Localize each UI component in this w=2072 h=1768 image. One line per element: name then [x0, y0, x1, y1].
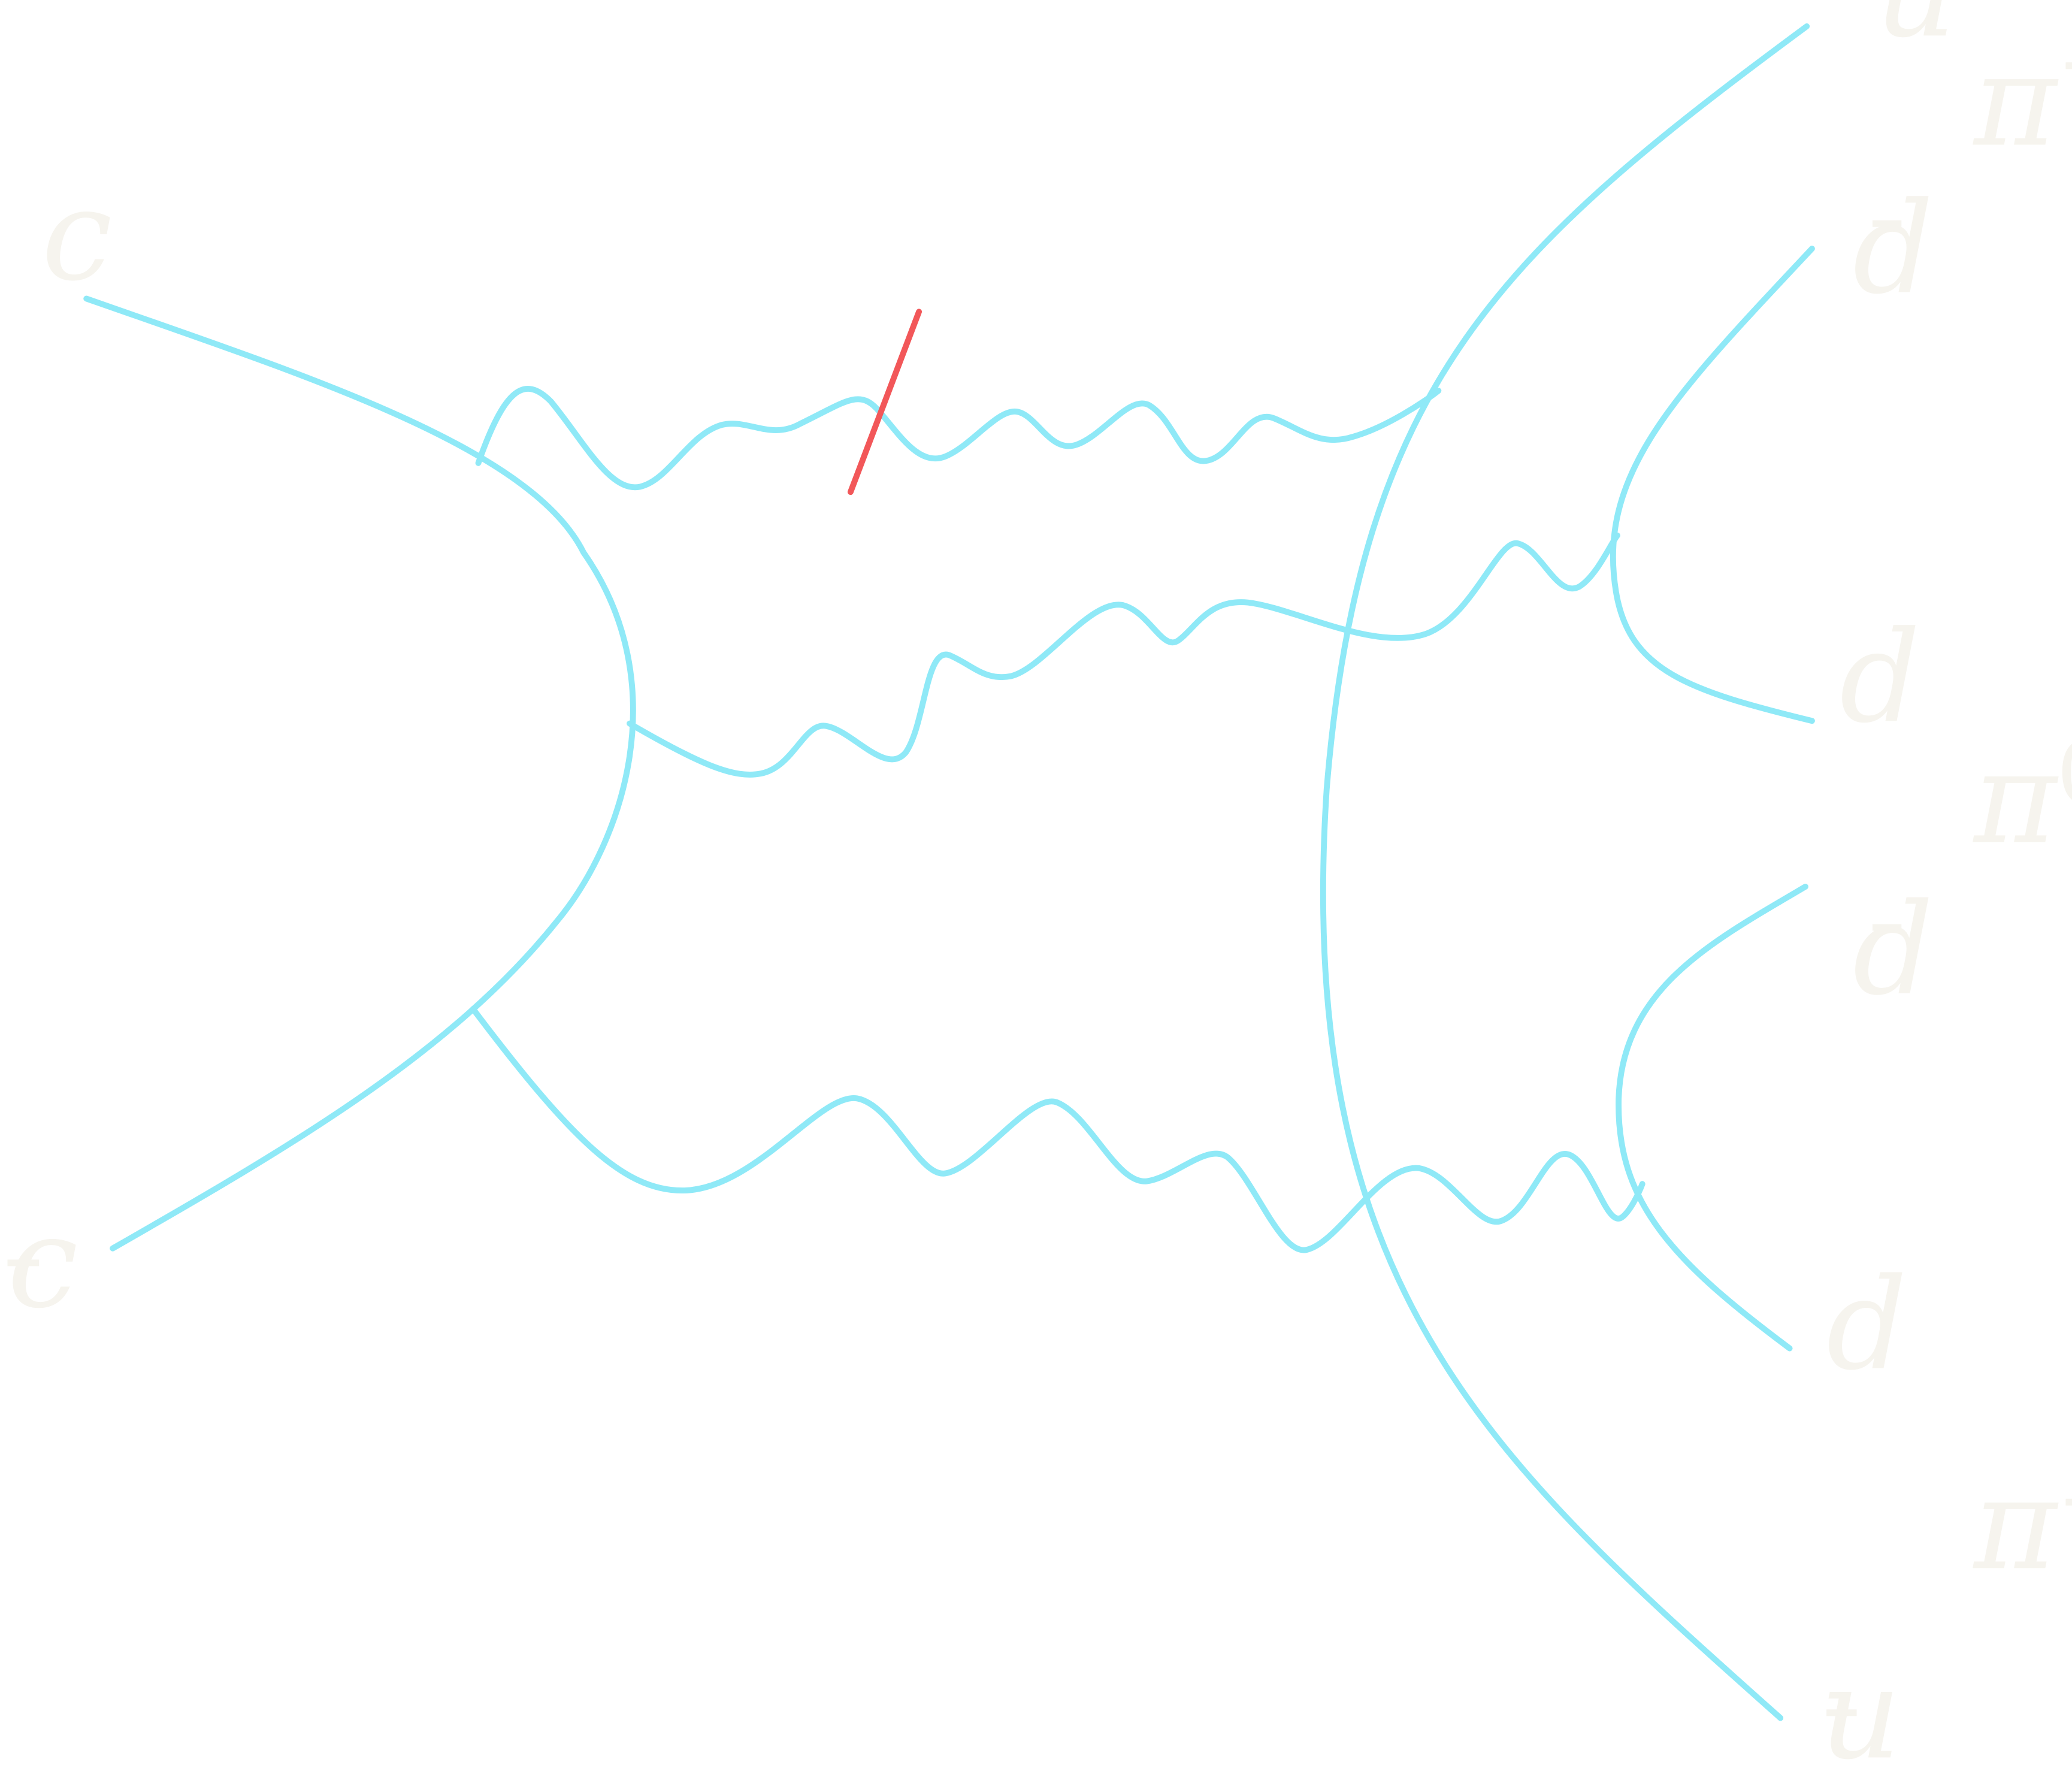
label-pi-minus: π−	[1973, 1450, 2072, 1598]
cut-line	[847, 309, 922, 495]
label-cbar: c	[7, 1189, 78, 1336]
label-dbar-low: d	[1853, 876, 1934, 1023]
label-ubar: u	[1820, 1640, 1901, 1768]
pion-zero-quark-line-upper	[1610, 246, 1815, 724]
label-pi-plus: π+	[1973, 15, 2072, 175]
label-c: c	[42, 161, 113, 309]
gluon-bottom	[470, 1006, 1645, 1253]
charm-quark-line	[83, 295, 636, 1252]
label-pi-zero: π0	[1973, 724, 2072, 872]
label-u-top: u	[1875, 0, 1956, 65]
label-dbar-top: d	[1853, 174, 1934, 322]
label-d-mid: d	[1840, 603, 1920, 751]
label-d-low: d	[1826, 1251, 1907, 1398]
gluon-top	[475, 386, 1442, 491]
gluon-middle	[627, 532, 1620, 778]
up-quark-line	[1320, 23, 1810, 1721]
pion-minus-quark-line	[1616, 883, 1808, 1352]
